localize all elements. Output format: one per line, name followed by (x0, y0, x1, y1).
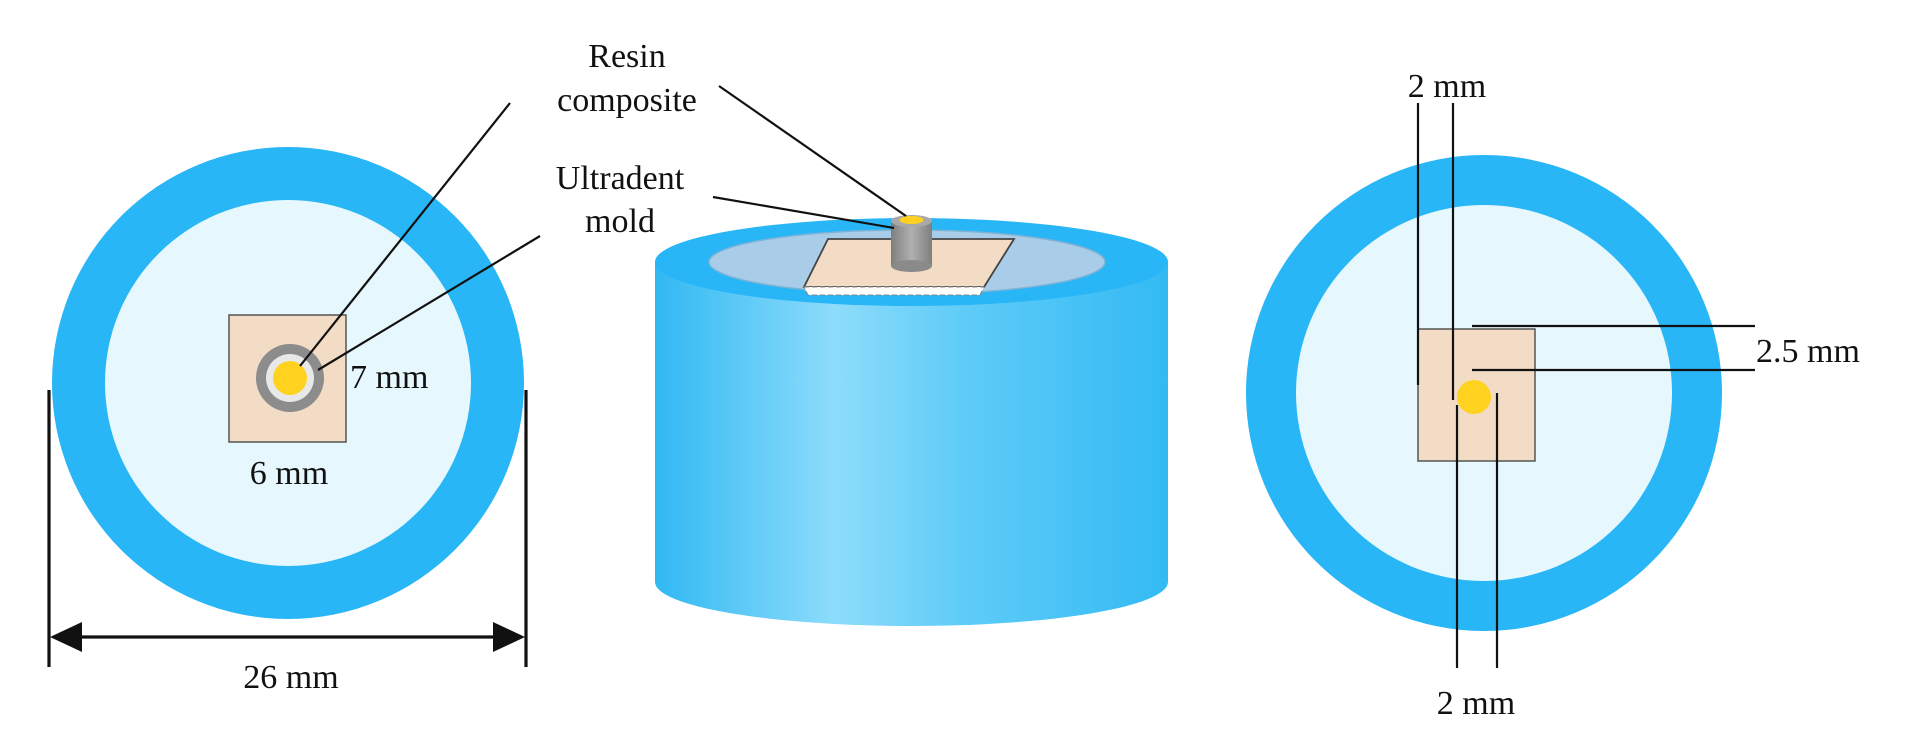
left-top-view: 7 mm 6 mm 26 mm (47, 102, 541, 696)
cylinder-rod (891, 221, 932, 266)
center-mold-leader (712, 195, 895, 230)
cylinder-composite-top (899, 216, 924, 224)
cylinder-body (655, 262, 1168, 582)
right-top-view: 2 mm 2.5 mm 2 mm (1246, 68, 1860, 722)
label-26mm: 26 mm (243, 659, 338, 696)
label-mold-line2: mold (585, 203, 655, 240)
left-mold-leader (317, 235, 541, 371)
label-2-5mm: 2.5 mm (1756, 333, 1860, 370)
label-6mm: 6 mm (250, 455, 328, 492)
left-resin-leader (299, 102, 511, 367)
cylinder-rod-bottom (891, 260, 932, 272)
label-7mm: 7 mm (350, 359, 428, 396)
cylinder-mold-edge (803, 286, 985, 296)
right-composite-dot (1457, 380, 1491, 414)
label-2mm-bottom: 2 mm (1437, 685, 1515, 722)
label-resin-line2: composite (557, 82, 697, 119)
left-composite-dot (273, 361, 307, 395)
label-2mm-top: 2 mm (1408, 68, 1486, 105)
center-resin-leader (718, 85, 907, 217)
center-cylinder-view: Resin composite Ultradent mold (556, 38, 1168, 626)
left-dim-arrow-right (493, 622, 525, 652)
left-dim-arrow-left (50, 622, 82, 652)
cylinder-bottom (655, 538, 1168, 626)
label-mold-line1: Ultradent (556, 160, 685, 197)
label-resin-line1: Resin (588, 38, 665, 75)
